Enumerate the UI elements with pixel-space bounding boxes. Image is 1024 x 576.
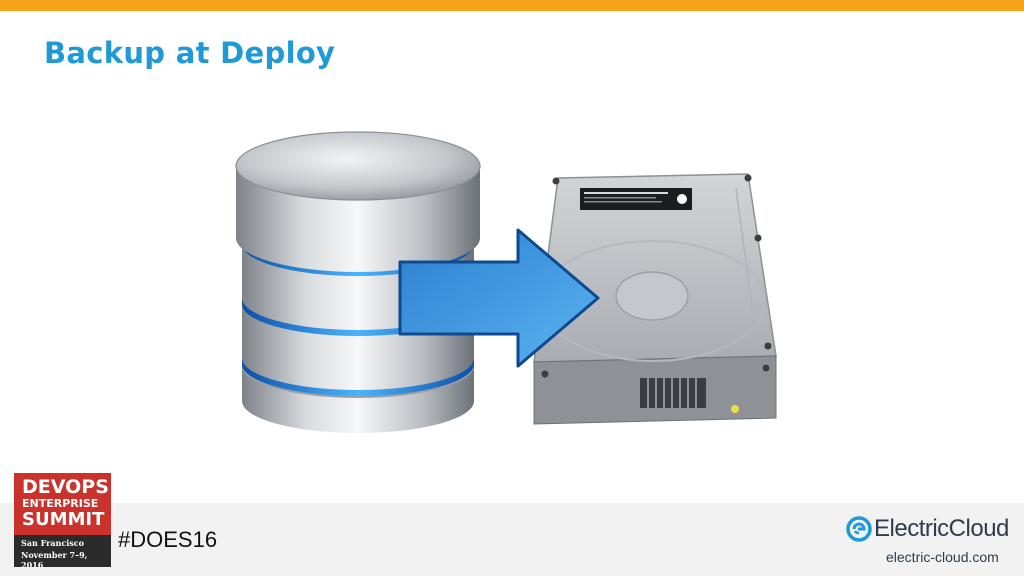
logo-dates: November 7–9, 2016	[21, 550, 88, 570]
arrow-right-icon	[398, 228, 600, 368]
logo-line-1: DEVOPS	[22, 476, 109, 498]
hard-drive-icon	[533, 173, 777, 425]
logo-info-band	[14, 535, 111, 567]
database-icon	[235, 131, 481, 433]
logo-line-2: ENTERPRISE	[22, 497, 99, 510]
brand-name: ElectricCloud	[874, 515, 1009, 542]
brand-url: electric-cloud.com	[886, 549, 999, 565]
logo-location: San Francisco	[21, 538, 84, 548]
event-hashtag: #DOES16	[118, 527, 218, 552]
devops-enterprise-summit-logo: DEVOPS ENTERPRISE SUMMIT San Francisco N…	[14, 473, 111, 570]
backup-illustration	[235, 131, 777, 433]
logo-line-3: SUMMIT	[22, 509, 105, 530]
electric-cloud-logo: ElectricCloud	[846, 515, 1016, 546]
top-accent-bar	[0, 0, 1024, 11]
electric-cloud-icon	[846, 516, 872, 542]
slide-title: Backup at Deploy	[44, 36, 336, 70]
